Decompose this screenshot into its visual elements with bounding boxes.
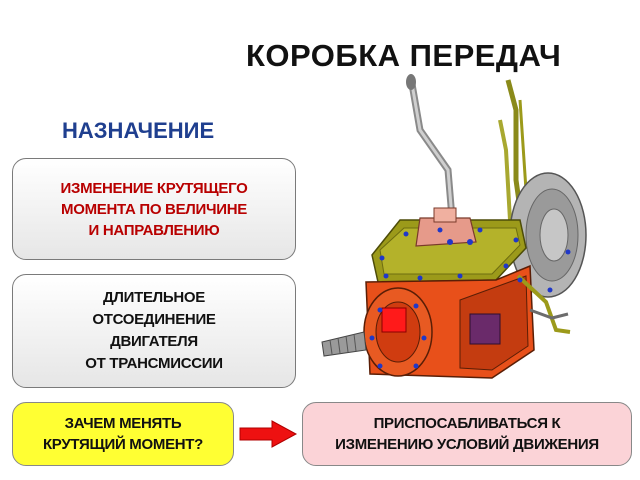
section-subtitle: НАЗНАЧЕНИЕ — [62, 118, 215, 143]
question-text: ЗАЧЕМ МЕНЯТЬ КРУТЯЩИЙ МОМЕНТ? — [42, 415, 204, 453]
purpose-torque-text: ИЗМЕНЕНИЕ КРУТЯЩЕГО МОМЕНТА ПО ВЕЛИЧИНЕ … — [60, 179, 248, 239]
page-title: КОРОБКА ПЕРЕДАЧ — [246, 38, 562, 73]
purpose-disconnect-text: ДЛИТЕЛЬНОЕ ОТСОЕДИНЕНИЕ ДВИГАТЕЛЯ ОТ ТРА… — [85, 289, 223, 372]
purpose-disconnect-box: ДЛИТЕЛЬНОЕ ОТСОЕДИНЕНИЕ ДВИГАТЕЛЯ ОТ ТРА… — [12, 274, 296, 388]
arrow-right-icon — [239, 420, 298, 448]
question-box: ЗАЧЕМ МЕНЯТЬ КРУТЯЩИЙ МОМЕНТ? — [12, 402, 234, 466]
purpose-torque-box: ИЗМЕНЕНИЕ КРУТЯЩЕГО МОМЕНТА ПО ВЕЛИЧИНЕ … — [12, 158, 296, 260]
answer-text: ПРИСПОСАБЛИВАТЬСЯ К ИЗМЕНЕНИЮ УСЛОВИЙ ДВ… — [335, 415, 599, 453]
answer-box: ПРИСПОСАБЛИВАТЬСЯ К ИЗМЕНЕНИЮ УСЛОВИЙ ДВ… — [302, 402, 632, 466]
gearbox-illustration — [321, 74, 587, 379]
